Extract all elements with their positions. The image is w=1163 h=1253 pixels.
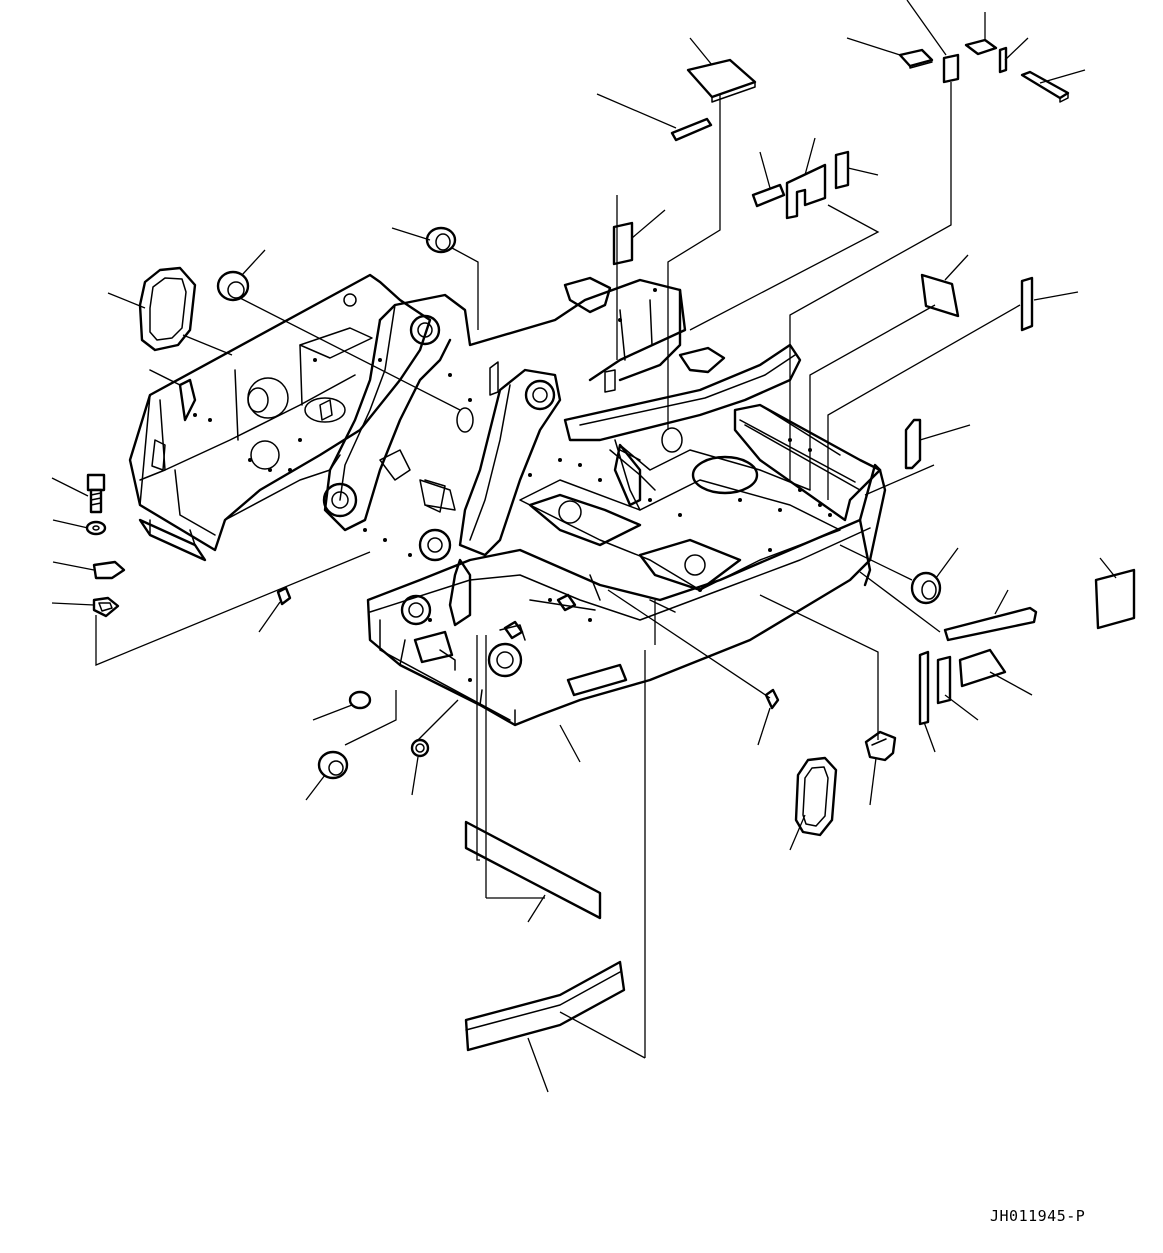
- cushion-strip-top: [670, 117, 713, 142]
- bolt: [86, 473, 106, 514]
- revolving-frame: [128, 273, 887, 727]
- exploded-parts: [85, 38, 1136, 1052]
- leader-lines: [51, 0, 1117, 1093]
- drawing-code-label: JH011945-P: [990, 1207, 1086, 1225]
- cover-plate-top: [686, 58, 757, 99]
- grommet: [425, 226, 457, 254]
